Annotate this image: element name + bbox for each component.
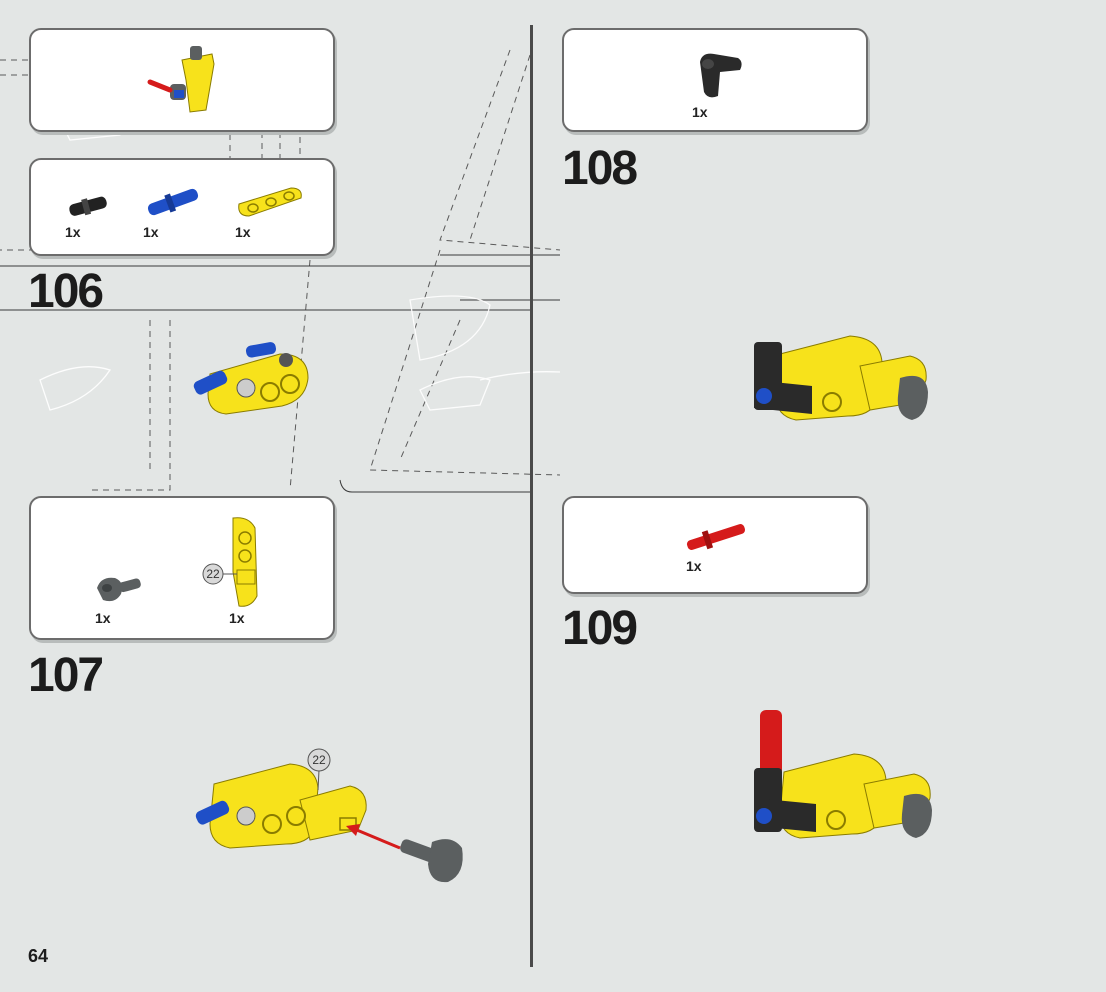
step-107-number: 107 — [28, 649, 104, 702]
step-108-parts-callout: 1x — [562, 28, 868, 132]
step-107-parts-callout: 1x 22 1x — [29, 496, 335, 640]
step-109-parts-callout: 1x — [562, 496, 868, 594]
step-108-model-icon — [754, 335, 928, 421]
dark-gray-connector-icon — [97, 577, 141, 602]
black-pin-icon — [69, 196, 107, 216]
blue-axle-pin-icon — [147, 188, 199, 216]
yellow-beam-3-icon — [238, 187, 302, 217]
page-number: 64 — [28, 946, 49, 966]
step-107-badge: 22 — [312, 753, 326, 767]
step-108-number: 108 — [562, 142, 638, 195]
black-angle-connector-icon — [700, 53, 742, 98]
step-109-number: 109 — [562, 602, 638, 655]
step-107-part-2-qty: 1x — [229, 610, 245, 626]
page-divider — [530, 25, 533, 967]
step-109-model-icon — [754, 710, 932, 839]
step-108-part-1-qty: 1x — [692, 104, 708, 120]
step-109-part-1-qty: 1x — [686, 558, 702, 574]
step-106-model-icon — [193, 342, 309, 415]
step-107-part-badge: 22 — [206, 567, 220, 581]
step-106-part-1-qty: 1x — [65, 224, 81, 240]
subassembly-callout — [29, 28, 335, 132]
insert-arrow-icon — [346, 824, 360, 836]
step-106-part-2-qty: 1x — [143, 224, 159, 240]
step-107-part-1-qty: 1x — [95, 610, 111, 626]
red-axle-icon — [686, 524, 746, 550]
step-106-parts-callout: 1x 1x 1x — [29, 158, 335, 256]
step-106-part-3-qty: 1x — [235, 224, 251, 240]
step-106-number: 106 — [28, 265, 104, 318]
step-107-model-icon: 22 — [195, 748, 463, 883]
yellow-panel-icon: 22 — [202, 517, 258, 607]
subassembly-preview-icon — [147, 46, 215, 113]
